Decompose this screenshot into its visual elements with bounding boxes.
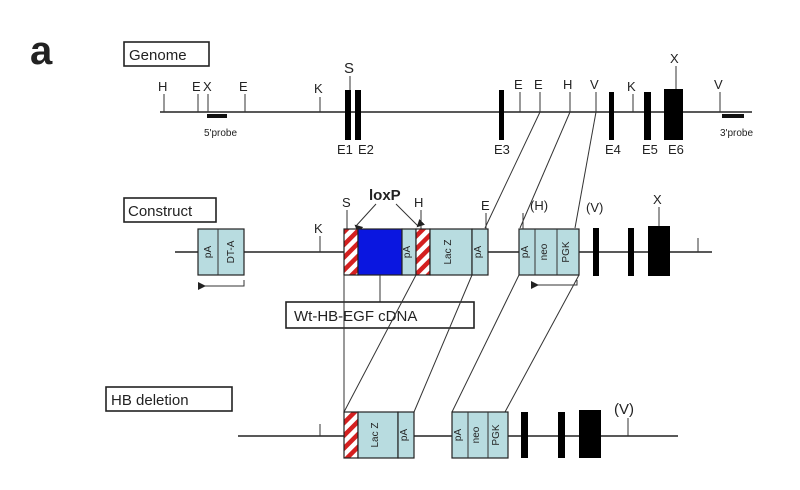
site-e: E — [534, 77, 543, 92]
probe-3-label: 3'probe — [720, 128, 753, 139]
deletion-section: HB deletion Lac Z pA pA neo PGK (V) — [105, 386, 678, 459]
lacz-label: Lac Z — [443, 239, 454, 264]
pgk-label: PGK — [561, 241, 572, 262]
genome-sites: H E X E K S E E H V K X V — [158, 51, 723, 112]
exon-e1 — [345, 90, 351, 140]
site-x: X — [203, 79, 212, 94]
deletion-site-v-paren: (V) — [614, 401, 634, 418]
genome-label-box — [123, 41, 210, 67]
site-k: K — [314, 81, 323, 96]
deletion-loxp-site — [343, 411, 359, 459]
site-e: E — [239, 79, 248, 94]
deletion-lacz-pa — [397, 411, 415, 459]
site-h: H — [158, 79, 167, 94]
deletion-label: HB deletion — [111, 392, 189, 409]
site-x: X — [670, 51, 679, 66]
genome-construct-links — [484, 111, 597, 229]
exon-label-e5: E5 — [642, 142, 658, 157]
deletion-label-box — [105, 386, 233, 412]
site-v: V — [590, 77, 599, 92]
exon-e4 — [609, 92, 614, 140]
neo-cassette — [518, 228, 580, 276]
construct-site-k: K — [314, 221, 323, 236]
deletion-neo-pa-label: pA — [453, 429, 464, 442]
construct-deletion-links — [343, 274, 580, 413]
loxp-label: loxP — [369, 187, 401, 204]
site-h: H — [563, 77, 572, 92]
lacz-pa — [471, 228, 489, 276]
probe-5-label: 5'probe — [204, 128, 237, 139]
exon-e5 — [644, 92, 651, 140]
construct-site-e: E — [481, 198, 490, 213]
genome-label: Genome — [129, 47, 187, 64]
site-e: E — [514, 77, 523, 92]
exon-e6 — [664, 89, 683, 140]
loxp-site-right — [415, 228, 431, 276]
cdna-label: Wt-HB-EGF cDNA — [294, 308, 417, 325]
site-k: K — [627, 79, 636, 94]
genome-section: Genome H E X E K S E E H V K — [123, 41, 753, 157]
deletion-lacz-label: Lac Z — [370, 422, 381, 447]
exon-label-e1: E1 — [337, 142, 353, 157]
probe-3-bar — [722, 114, 744, 118]
neo-direction-arrow — [531, 280, 578, 289]
deletion-pgk-label: PGK — [491, 424, 502, 445]
site-v: V — [714, 77, 723, 92]
construct-exon-3 — [648, 226, 670, 276]
dta-pa-label: pA — [203, 246, 214, 259]
lacz-block — [429, 228, 473, 276]
loxp-site-left — [343, 228, 359, 276]
deletion-neo-label: neo — [471, 426, 482, 443]
deletion-exon-3 — [579, 410, 601, 458]
construct-label-box — [123, 197, 217, 223]
neo-pa-label: pA — [520, 246, 531, 259]
construct-exon-2 — [628, 228, 634, 276]
construct-site-h-paren: (H) — [530, 198, 548, 213]
deletion-exon-1 — [521, 412, 528, 458]
construct-exon-1 — [593, 228, 599, 276]
exon-label-e2: E2 — [358, 142, 374, 157]
dta-cassette — [197, 228, 245, 276]
neo-label: neo — [539, 243, 550, 260]
deletion-lacz-block — [357, 411, 399, 459]
construct-site-v-paren: (V) — [586, 200, 603, 215]
construct-site-x: X — [653, 192, 662, 207]
site-s: S — [344, 60, 354, 77]
deletion-lacz-pa-label: pA — [399, 429, 410, 442]
construct-site-h: H — [414, 195, 423, 210]
construct-site-s: S — [342, 195, 351, 210]
site-e: E — [192, 79, 201, 94]
panel-label: a — [30, 29, 53, 73]
dta-label: DT-A — [226, 240, 237, 263]
exon-e2 — [355, 90, 361, 140]
cdna-label-box — [285, 301, 475, 329]
dta-direction-arrow — [198, 280, 245, 290]
construct-section: Construct pA DT-A K S H loxP pA Lac Z pA… — [123, 187, 712, 329]
hb-egf-cdna-block — [357, 228, 403, 276]
probe-5-bar — [207, 114, 227, 118]
hb-egf-pa-label: pA — [402, 246, 413, 259]
loxp-arrow-left — [354, 203, 377, 233]
exon-e3 — [499, 90, 504, 140]
exon-label-e4: E4 — [605, 142, 621, 157]
construct-label: Construct — [128, 203, 193, 220]
exon-label-e3: E3 — [494, 142, 510, 157]
deletion-exon-2 — [558, 412, 565, 458]
exon-label-e6: E6 — [668, 142, 684, 157]
lacz-pa-label: pA — [473, 246, 484, 259]
deletion-neo-cassette — [451, 411, 509, 459]
loxp-arrow-right — [395, 203, 426, 228]
